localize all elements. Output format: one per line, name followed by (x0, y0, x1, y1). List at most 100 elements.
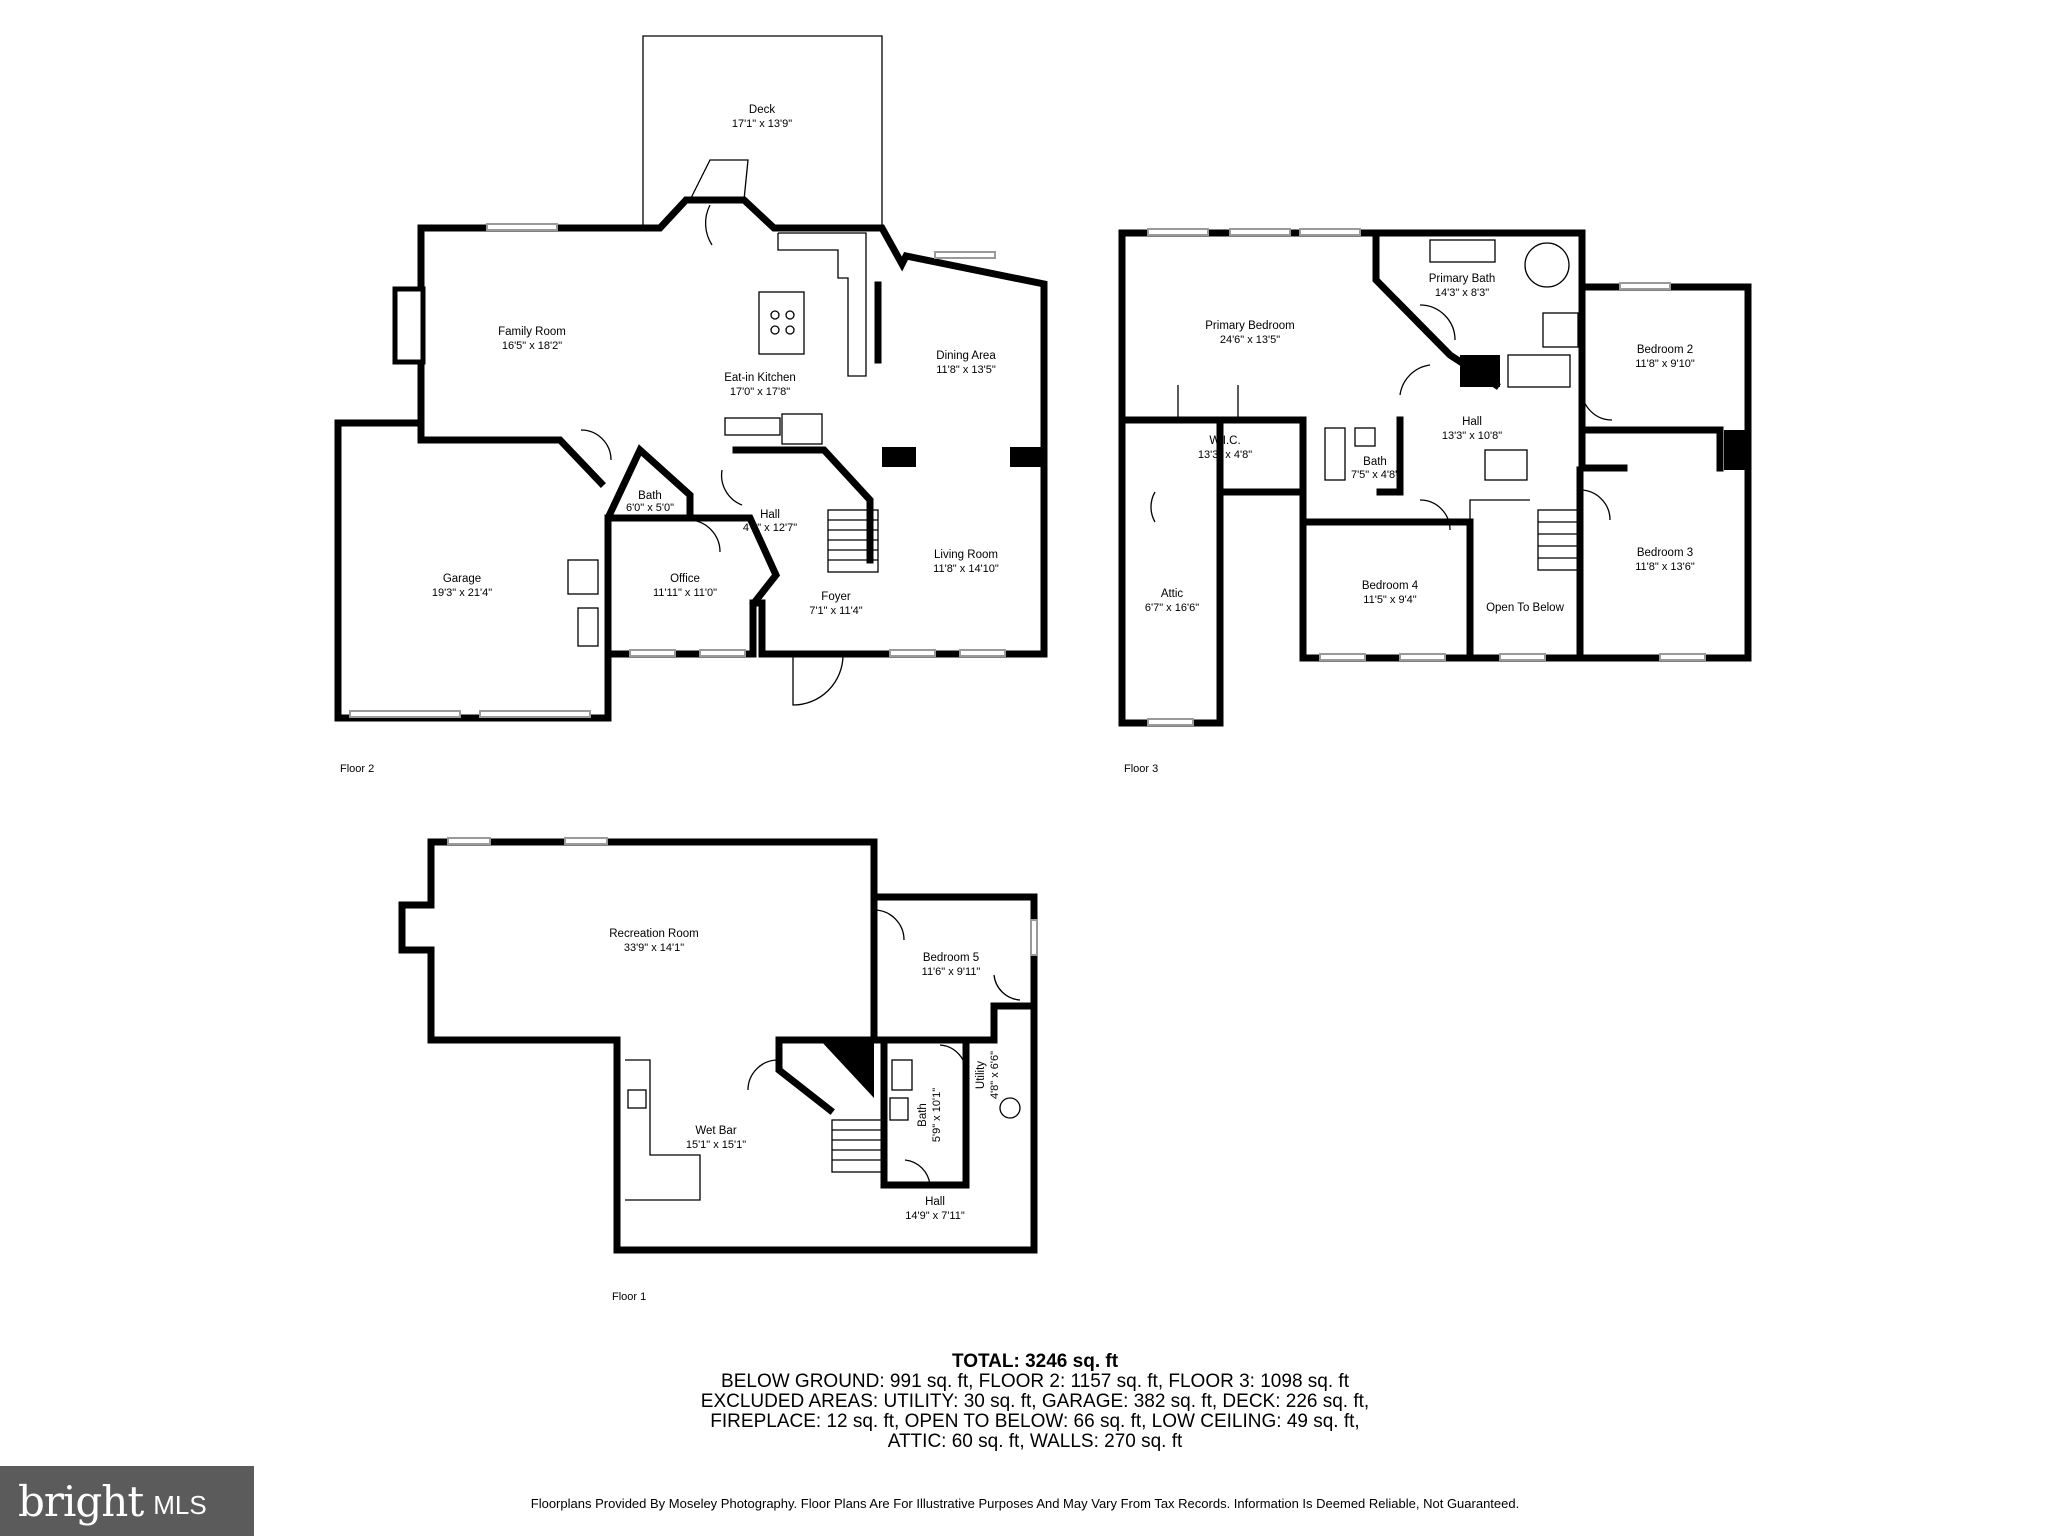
door-arc-10 (1150, 491, 1156, 523)
bedroom-4-label: Bedroom 4 (1362, 580, 1419, 592)
logo-suffix: MLS (153, 1489, 207, 1520)
eat-in-kitchen-dim: 17'0" x 17'8" (730, 386, 790, 398)
disclaimer-text: Floorplans Provided By Moseley Photograp… (530, 1496, 1520, 1511)
floor-2-outer-walls (334, 196, 1048, 722)
kitchen-counter-2 (724, 417, 781, 436)
column-4 (1460, 355, 1500, 387)
wic-dim: 13'3" x 4'8" (1198, 449, 1252, 461)
bath-f2-dim: 6'0" x 5'0" (626, 502, 674, 514)
deck-door (689, 159, 749, 201)
closet-door (1177, 385, 1239, 420)
wall-solid-triangle (820, 1040, 874, 1098)
attic-label: Attic (1161, 588, 1184, 600)
hall-f1-label: Hall (925, 1196, 945, 1208)
deck-label: Deck (749, 104, 775, 116)
bath-f3-label: Bath (1363, 456, 1387, 468)
deck-outline (642, 35, 883, 225)
dining-area-label: Dining Area (936, 350, 996, 362)
door-arc-14 (939, 1044, 967, 1076)
corner-tub-icon (1524, 242, 1570, 288)
door-arc-6 (1399, 364, 1431, 396)
utility-label: Utility (975, 1061, 987, 1089)
wall-family-garage (417, 419, 606, 488)
floor-2-plan: Deck 17'1" x 13'9" Family Room 16'5" x 1… (334, 35, 1048, 775)
floor-3-outer-walls (1118, 229, 1752, 727)
door-arc-15 (904, 1159, 931, 1186)
open-to-below-label: Open To Below (1486, 602, 1564, 614)
wall-bed2 (1578, 283, 1724, 472)
door-arc-3 (689, 519, 721, 553)
door-arc-4 (720, 469, 743, 506)
primary-bedroom-label: Primary Bedroom (1205, 320, 1294, 332)
dining-area-dim: 11'8" x 13'5" (936, 364, 996, 376)
cooktop-icon (770, 310, 780, 320)
door-arc (704, 204, 713, 246)
wic-label: W.I.C. (1209, 435, 1240, 447)
foyer-label: Foyer (821, 591, 851, 603)
recreation-room-label: Recreation Room (609, 928, 698, 940)
eat-in-kitchen-label: Eat-in Kitchen (724, 372, 796, 384)
hall-f3-label: Hall (1462, 416, 1482, 428)
wet-bar-dim: 15'1" x 15'1" (686, 1139, 746, 1151)
floor-2-label: Floor 2 (340, 763, 374, 775)
totals-line-3: FIREPLACE: 12 sq. ft, OPEN TO BELOW: 66 … (710, 1411, 1360, 1432)
stairs-f3 (1484, 449, 1581, 571)
shower-icon (1542, 312, 1579, 348)
hall-f3-dim: 13'3" x 10'8" (1442, 430, 1502, 442)
primary-bath-label: Primary Bath (1429, 273, 1495, 285)
water-heater-icon (999, 1097, 1021, 1119)
wall-bath (604, 444, 694, 722)
window (1147, 228, 1209, 236)
door-arc-11 (873, 909, 905, 941)
bright-mls-logo: bright MLS (0, 1466, 254, 1536)
window (486, 223, 558, 231)
door-arc-5 (1419, 304, 1456, 341)
bath-f2-label: Bath (638, 490, 662, 502)
totals-heading: TOTAL: 3246 sq. ft (951, 1351, 1119, 1372)
floor-3-plan: Primary Bedroom 24'6" x 13'5" Primary Ba… (1118, 228, 1752, 775)
column-2 (1010, 447, 1044, 467)
bedroom-2-dim: 11'8" x 9'10" (1635, 358, 1695, 370)
garage-label: Garage (443, 573, 481, 585)
office-dim: 11'11" x 11'0" (653, 587, 717, 599)
front-door (792, 654, 844, 706)
floor-1-outer-walls (398, 838, 1038, 1254)
wet-bar-counter (625, 1059, 701, 1201)
wall-bath-f1 (880, 1036, 970, 1189)
garage-appliance (567, 559, 599, 595)
wall-wic-2 (1118, 416, 1307, 496)
bedroom-3-dim: 11'8" x 13'6" (1635, 561, 1695, 573)
fireplace-icon (392, 286, 426, 365)
bath-f1-dim: 5'9" x 10'1" (931, 1088, 943, 1142)
sink-icon (889, 1097, 909, 1121)
bar-sink-icon (627, 1089, 647, 1109)
totals-line-2: EXCLUDED AREAS: UTILITY: 30 sq. ft, GARA… (700, 1391, 1370, 1412)
door-arc-2 (580, 429, 612, 461)
bedroom-4-dim: 11'5" x 9'4" (1363, 594, 1416, 606)
family-room-label: Family Room (498, 326, 566, 338)
door-arc-13 (747, 1059, 779, 1091)
wall-bed5 (775, 893, 878, 1115)
garage-dim: 19'3" x 21'4" (432, 587, 492, 599)
living-room-dim: 11'8" x 14'10" (933, 563, 999, 575)
bedroom-5-label: Bedroom 5 (923, 952, 979, 964)
foyer-dim: 7'1" x 11'4" (809, 605, 862, 617)
family-room-dim: 16'5" x 18'2" (502, 340, 562, 352)
column-3 (1724, 430, 1748, 470)
wall-bath-f3 (1376, 416, 1404, 496)
hall-f2-label: Hall (760, 509, 780, 521)
column-1 (882, 447, 916, 467)
totals-line-1: BELOW GROUND: 991 sq. ft, FLOOR 2: 1157 … (721, 1371, 1349, 1392)
hall-f2-dim: 4'3" x 12'7" (743, 522, 797, 534)
recreation-room-dim: 33'9" x 14'1" (624, 942, 684, 954)
primary-bath-dim: 14'3" x 8'3" (1435, 287, 1489, 299)
bath-f1-label: Bath (917, 1103, 929, 1127)
door-arc-12 (993, 974, 1021, 1001)
floor-1-label: Floor 1 (612, 1291, 646, 1303)
stairs-f2 (827, 509, 879, 573)
wall-bed5b (870, 1002, 1038, 1044)
hall-f1-dim: 14'9" x 7'11" (905, 1210, 965, 1222)
floor-3-label: Floor 3 (1124, 763, 1158, 775)
primary-bedroom-dim: 24'6" x 13'5" (1220, 334, 1280, 346)
